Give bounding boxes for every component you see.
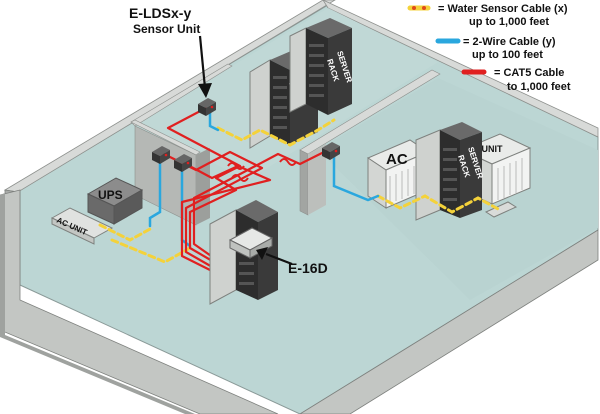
sensor-unit-left-2 [174, 154, 192, 172]
ups-unit: UPS [86, 177, 144, 225]
cat5-cables [158, 106, 330, 274]
sensor-unit-subtitle: Sensor Unit [133, 22, 200, 36]
server-rack-right-room: SERVER RACK [415, 122, 485, 221]
floor-device-right [484, 201, 518, 218]
sensor-callout-arrow [198, 35, 212, 98]
legend-item-two-wire: = 2-Wire Cable (y) up to 100 feet [435, 36, 556, 61]
water-sensor-cable-icon [407, 5, 431, 11]
legend-cat5-line1: = CAT5 Cable [494, 67, 564, 79]
e16d-rack [209, 200, 278, 305]
outer-wall-top-right [322, 0, 599, 138]
legend: = Water Sensor Cable (x) up to 1,000 fee… [407, 3, 571, 93]
partition-wall-left-top [130, 119, 201, 156]
server-rack-back-2: SERVER RACK [289, 18, 354, 115]
sensor-unit-title: E-LDSx-y [129, 5, 191, 21]
partition-wall-right-face-2 [308, 144, 326, 215]
ups-label: UPS [98, 188, 123, 202]
legend-two-wire-line1: = 2-Wire Cable (y) [463, 36, 556, 48]
sensor-unit-left-1 [152, 146, 170, 164]
legend-item-cat5: = CAT5 Cable to 1,000 feet [461, 67, 571, 93]
ac-label: AC [386, 151, 408, 168]
cable-break-marks [227, 158, 297, 182]
e16d-label: E-16D [288, 260, 328, 276]
partition-wall-mid-face [196, 148, 210, 225]
legend-cat5-line2: to 1,000 feet [507, 81, 571, 93]
sensor-unit-right [322, 142, 340, 160]
sensor-unit-back [198, 98, 216, 116]
legend-water-line1: = Water Sensor Cable (x) [438, 3, 568, 15]
legend-water-line2: up to 1,000 feet [469, 16, 549, 28]
legend-item-water: = Water Sensor Cable (x) up to 1,000 fee… [407, 3, 568, 28]
front-wall-left [0, 189, 279, 414]
hub-callout-arrow [256, 247, 293, 266]
ac-unit-label: AC UNIT [466, 144, 503, 154]
front-wall-right [299, 229, 599, 414]
partition-wall-back [130, 63, 233, 127]
two-wire-cables [148, 110, 380, 248]
legend-two-wire-line2: up to 100 feet [472, 49, 543, 61]
